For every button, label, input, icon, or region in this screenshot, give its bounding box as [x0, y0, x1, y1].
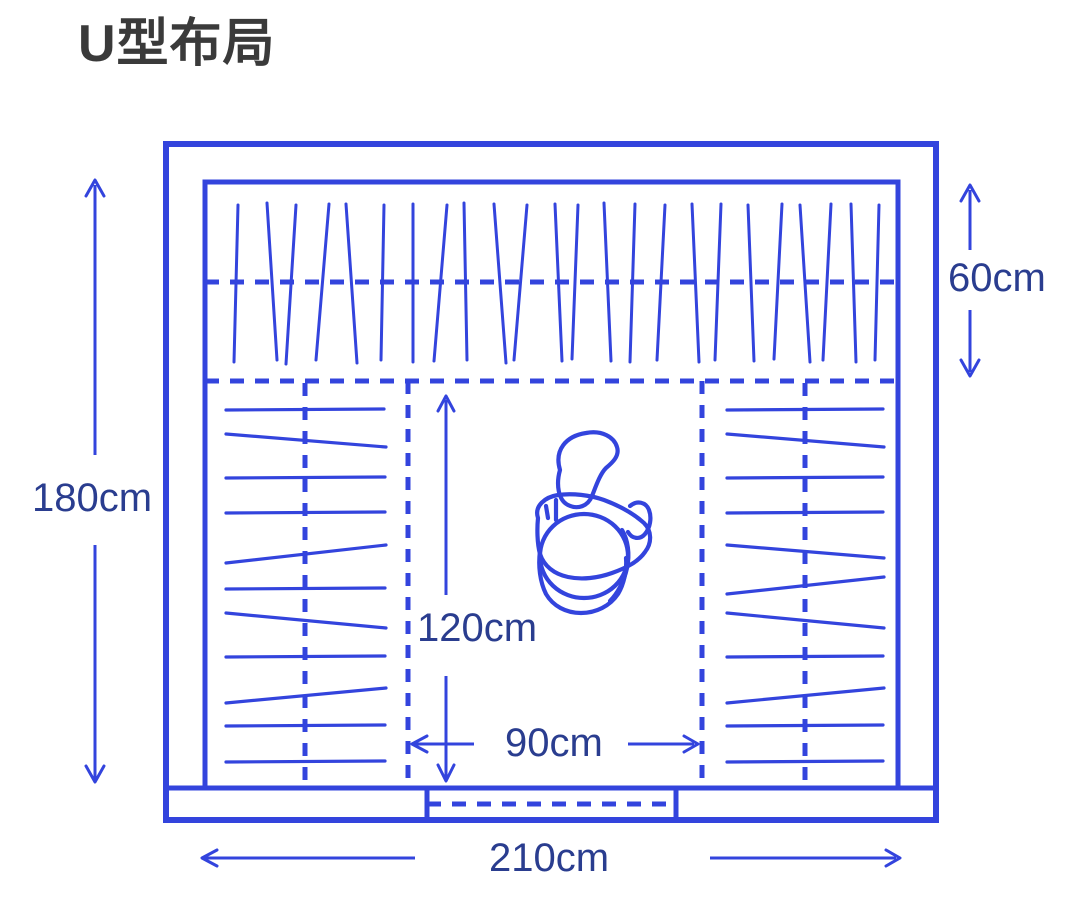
- dim-arrow-120cm: [436, 394, 456, 783]
- dim-arrow-180cm: [84, 178, 106, 784]
- dim-arrow-210cm: [200, 848, 902, 868]
- dimension-label-90cm: 90cm: [505, 721, 603, 765]
- dimension-label-120cm: 120cm: [417, 606, 538, 650]
- dim-arrow-60cm: [959, 183, 981, 378]
- dim-arrow-90cm: [410, 734, 700, 754]
- outer-wall: [163, 141, 939, 823]
- dimension-label-180cm: 180cm: [32, 476, 153, 520]
- page-title: U型布局: [78, 15, 276, 73]
- left-shelves-group: [224, 407, 388, 764]
- dimension-label-60cm: 60cm: [948, 256, 1046, 300]
- dimension-label-210cm: 210cm: [489, 836, 610, 880]
- dashed-guides-horizontal: [205, 279, 898, 807]
- right-shelves-group: [725, 407, 886, 764]
- person-top-view: [535, 430, 653, 616]
